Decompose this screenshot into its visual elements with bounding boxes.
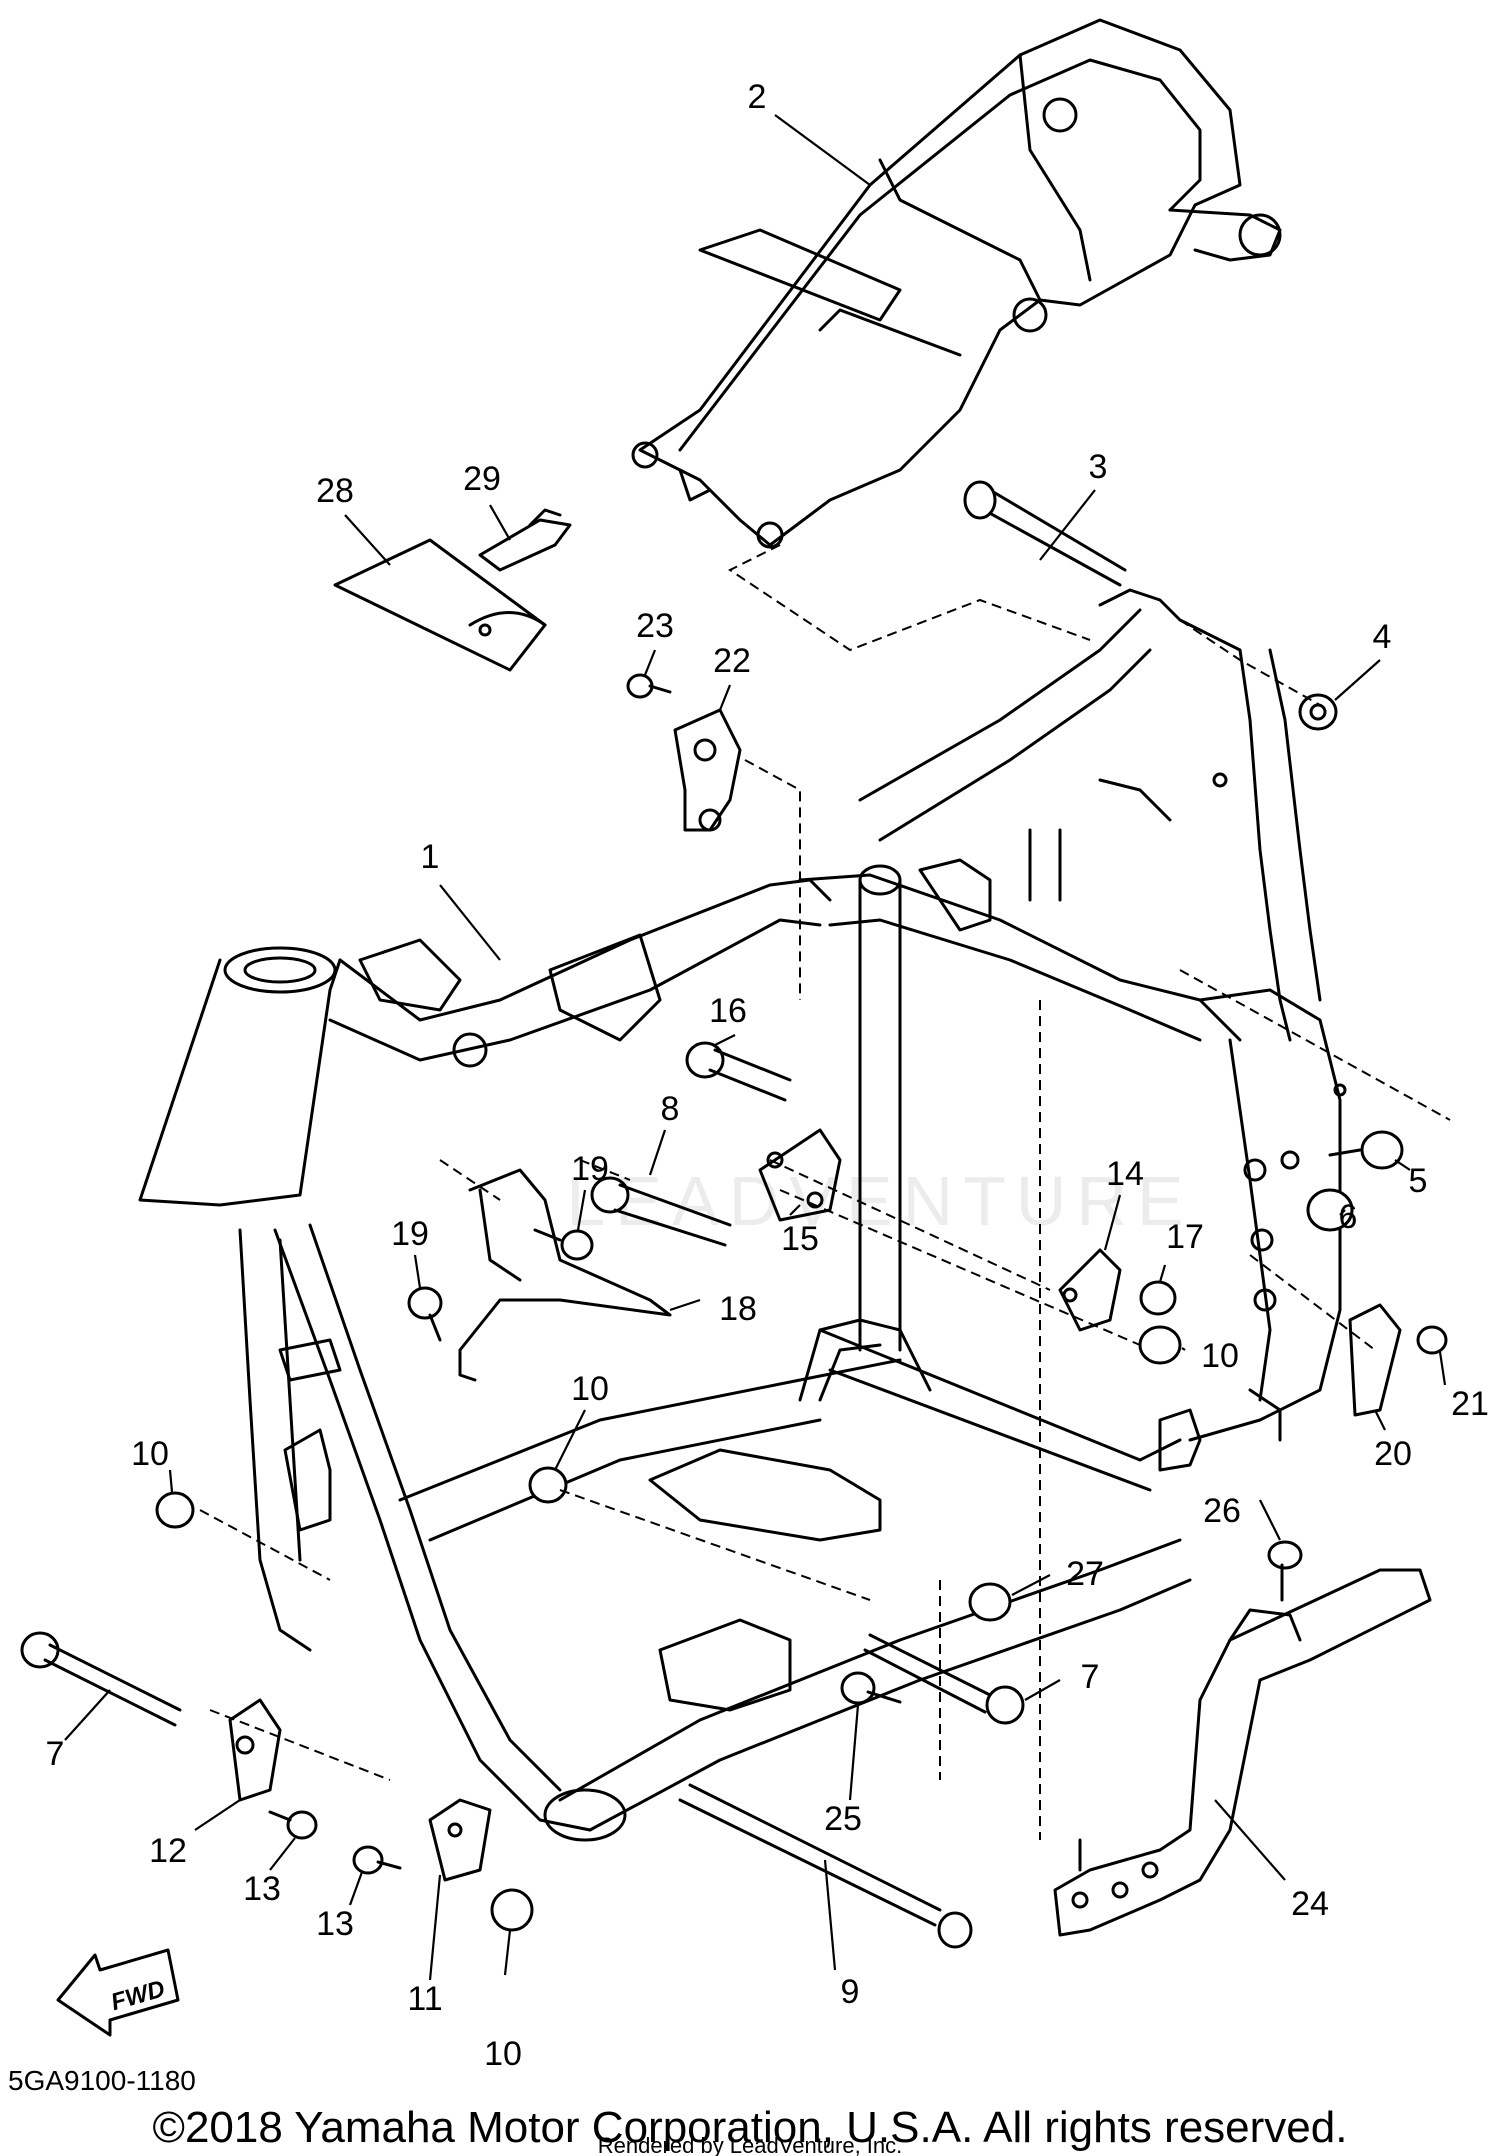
callout-11: 11 bbox=[407, 1980, 442, 2018]
callout-9: 9 bbox=[841, 1973, 860, 2011]
fasteners bbox=[20, 480, 1448, 1949]
callout-7a: 7 bbox=[46, 1735, 65, 1773]
callout-10d: 10 bbox=[484, 2035, 522, 2073]
callout-3: 3 bbox=[1089, 448, 1108, 486]
callout-2: 2 bbox=[748, 78, 767, 116]
callout-19a: 19 bbox=[571, 1150, 609, 1188]
callout-6: 6 bbox=[1339, 1198, 1358, 1236]
callout-18: 18 bbox=[719, 1290, 757, 1328]
callout-12: 12 bbox=[149, 1832, 187, 1870]
callout-20: 20 bbox=[1374, 1435, 1412, 1473]
callout-7b: 7 bbox=[1081, 1658, 1100, 1696]
callout-labels: 1 2 3 4 5 6 7 7 8 9 10 10 10 10 11 12 13… bbox=[46, 78, 1489, 2073]
callout-24: 24 bbox=[1291, 1885, 1329, 1923]
callout-5: 5 bbox=[1409, 1162, 1428, 1200]
callout-10a: 10 bbox=[571, 1370, 609, 1408]
rear-bracket-part bbox=[1053, 1568, 1432, 1937]
callout-26: 26 bbox=[1203, 1492, 1241, 1530]
callout-21: 21 bbox=[1451, 1385, 1489, 1423]
callout-1: 1 bbox=[421, 838, 440, 876]
clip-part-29 bbox=[478, 508, 572, 572]
callout-10b: 10 bbox=[131, 1435, 169, 1473]
copyright-notice: ©2018 Yamaha Motor Corporation, U.S.A. A… bbox=[153, 2103, 1348, 2152]
callout-16: 16 bbox=[709, 992, 747, 1030]
callout-13b: 13 bbox=[316, 1905, 354, 1943]
leader-lines bbox=[64, 114, 1447, 1981]
callout-19b: 19 bbox=[391, 1215, 429, 1253]
main-frame-part bbox=[138, 588, 1347, 1842]
callout-10c: 10 bbox=[1201, 1337, 1239, 1375]
callout-15: 15 bbox=[781, 1220, 819, 1258]
callout-23: 23 bbox=[636, 607, 674, 645]
diagram-code: 5GA9100-1180 bbox=[8, 2065, 196, 2096]
callout-28: 28 bbox=[316, 472, 354, 510]
callout-14: 14 bbox=[1106, 1155, 1144, 1193]
callout-13a: 13 bbox=[243, 1870, 281, 1908]
callout-25: 25 bbox=[824, 1800, 862, 1838]
callout-4: 4 bbox=[1373, 618, 1392, 656]
callout-17: 17 bbox=[1166, 1218, 1204, 1256]
callout-29: 29 bbox=[463, 460, 501, 498]
assembly-lines bbox=[199, 544, 1451, 1840]
callout-27: 27 bbox=[1066, 1555, 1104, 1593]
rear-fender-stay-part bbox=[631, 18, 1282, 549]
cover-part-28 bbox=[333, 538, 547, 672]
callout-8: 8 bbox=[661, 1090, 680, 1128]
fwd-arrow-icon: FWD bbox=[56, 1948, 180, 2037]
rendered-by-note: Rendered by LeadVenture, Inc. bbox=[598, 2133, 903, 2156]
callout-22: 22 bbox=[713, 642, 751, 680]
